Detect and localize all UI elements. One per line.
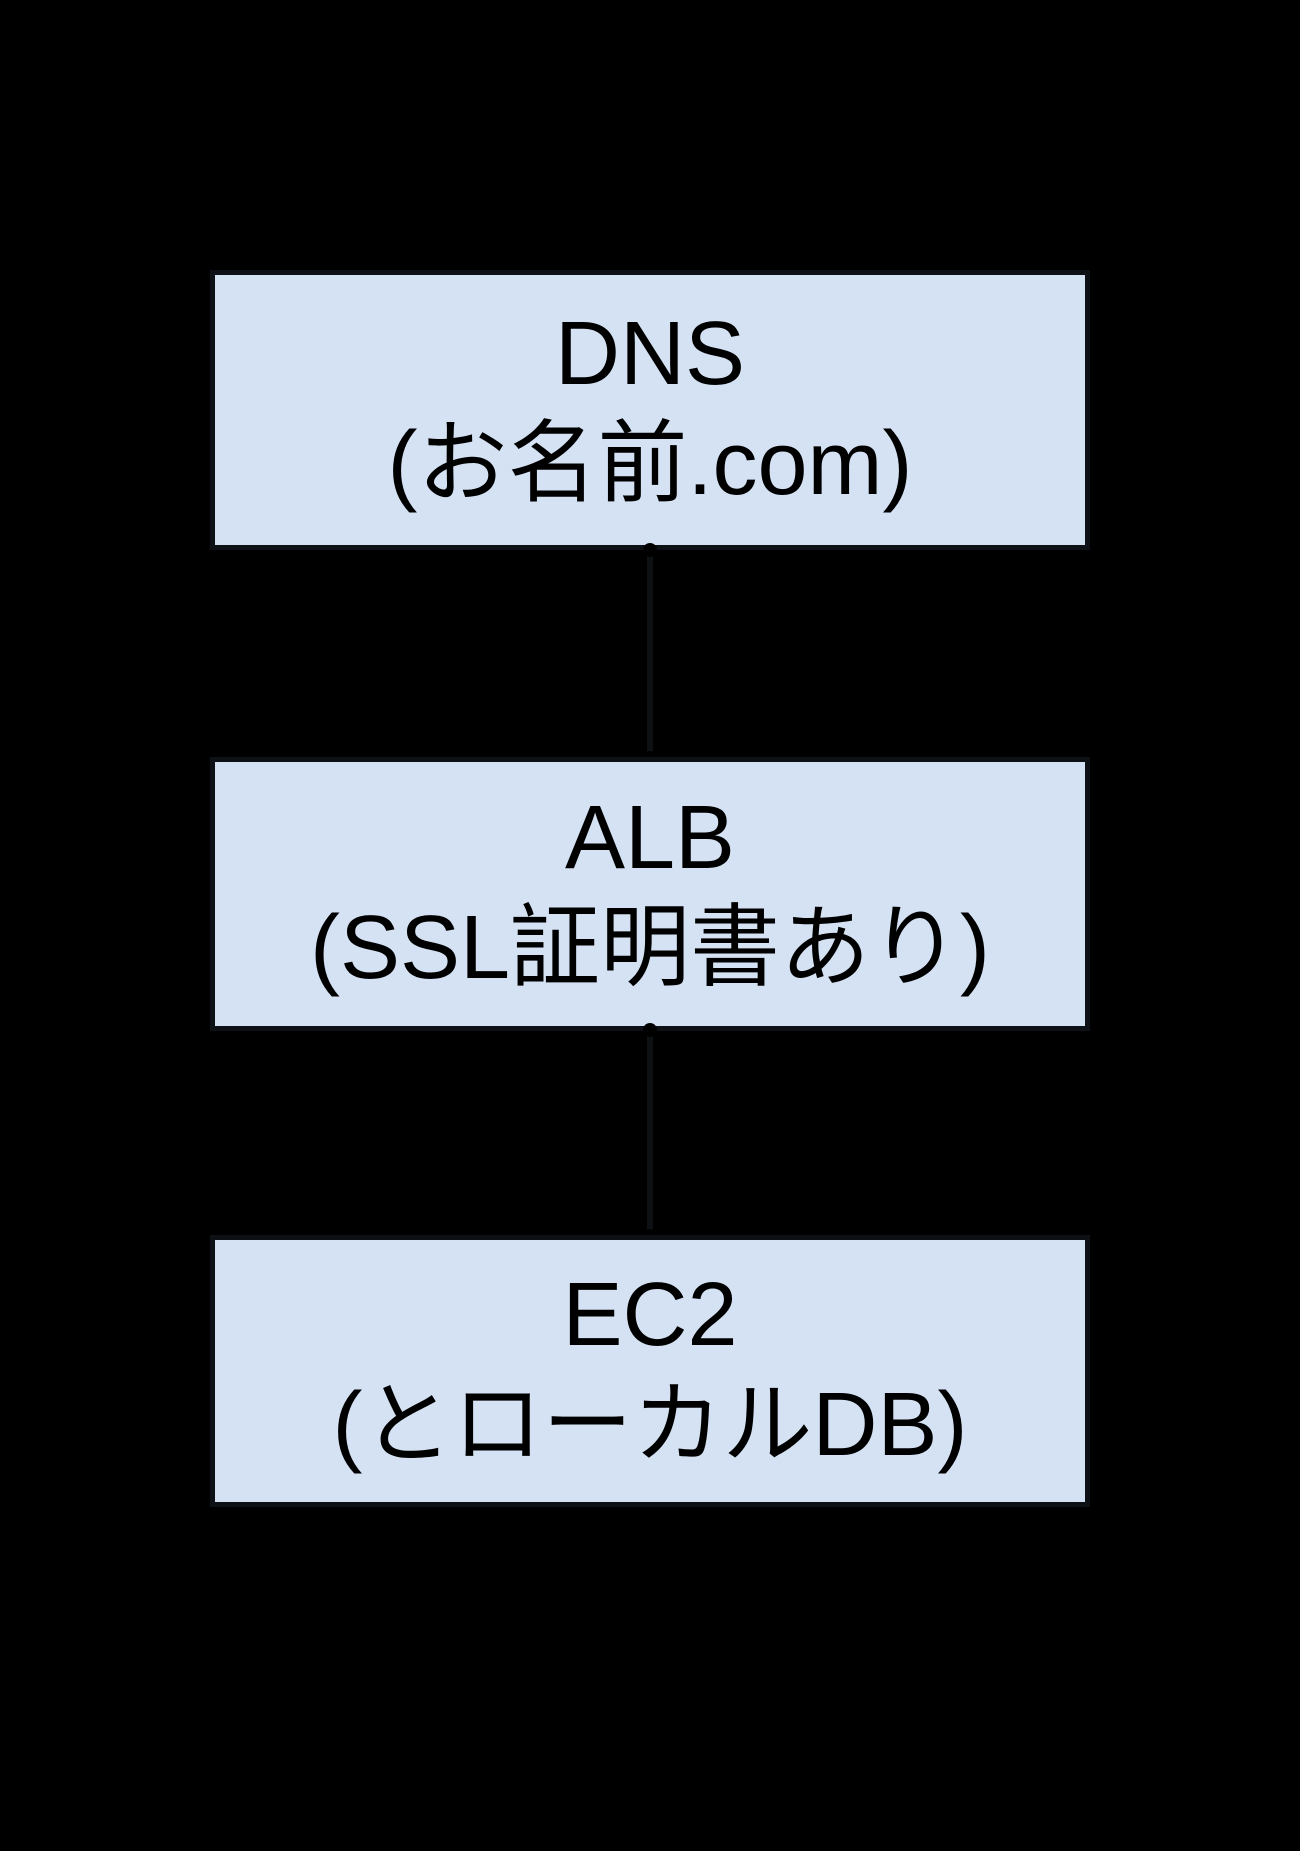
node-dns-title: DNS xyxy=(554,304,746,405)
node-ec2-title: EC2 xyxy=(562,1265,738,1366)
node-alb: ALB (SSL証明書あり) xyxy=(210,757,1090,1031)
connector-dns-alb xyxy=(647,550,653,758)
node-dns-subtitle: (お名前.com) xyxy=(387,414,913,514)
connector-alb-ec2 xyxy=(647,1030,653,1236)
node-ec2-subtitle: (とローカルDB) xyxy=(332,1375,968,1475)
node-alb-title: ALB xyxy=(564,788,736,889)
node-ec2: EC2 (とローカルDB) xyxy=(210,1235,1090,1507)
node-dns: DNS (お名前.com) xyxy=(210,270,1090,550)
node-alb-subtitle: (SSL証明書あり) xyxy=(309,898,991,998)
